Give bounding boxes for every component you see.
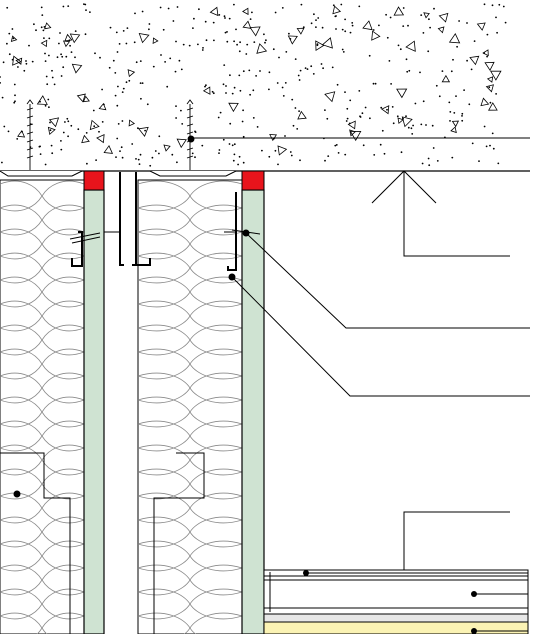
gypsum-board-left [83, 189, 105, 634]
anchor-screw-right [186, 99, 195, 170]
ceiling-channels [0, 170, 237, 177]
leader-lines [231, 170, 530, 634]
concrete-aggregate [0, 3, 507, 167]
wool-pattern-left [0, 180, 85, 634]
profile-outline [0, 452, 205, 634]
fire-seal-left [83, 170, 105, 191]
ceiling-anchor-screws [26, 99, 195, 170]
fire-seal-right [241, 170, 265, 191]
leader-slab [371, 170, 510, 257]
concrete-slab [0, 0, 560, 172]
suspended-ceiling [263, 569, 529, 634]
anchor-screw-left [26, 99, 34, 170]
finish-panel [263, 621, 529, 634]
leader-stud [231, 276, 530, 397]
gypsum-boards [83, 189, 265, 634]
fire-seal-strips [83, 170, 265, 191]
gypsum-board-right [241, 189, 265, 634]
wool-pattern-right [137, 180, 243, 634]
leader-board [245, 232, 530, 329]
